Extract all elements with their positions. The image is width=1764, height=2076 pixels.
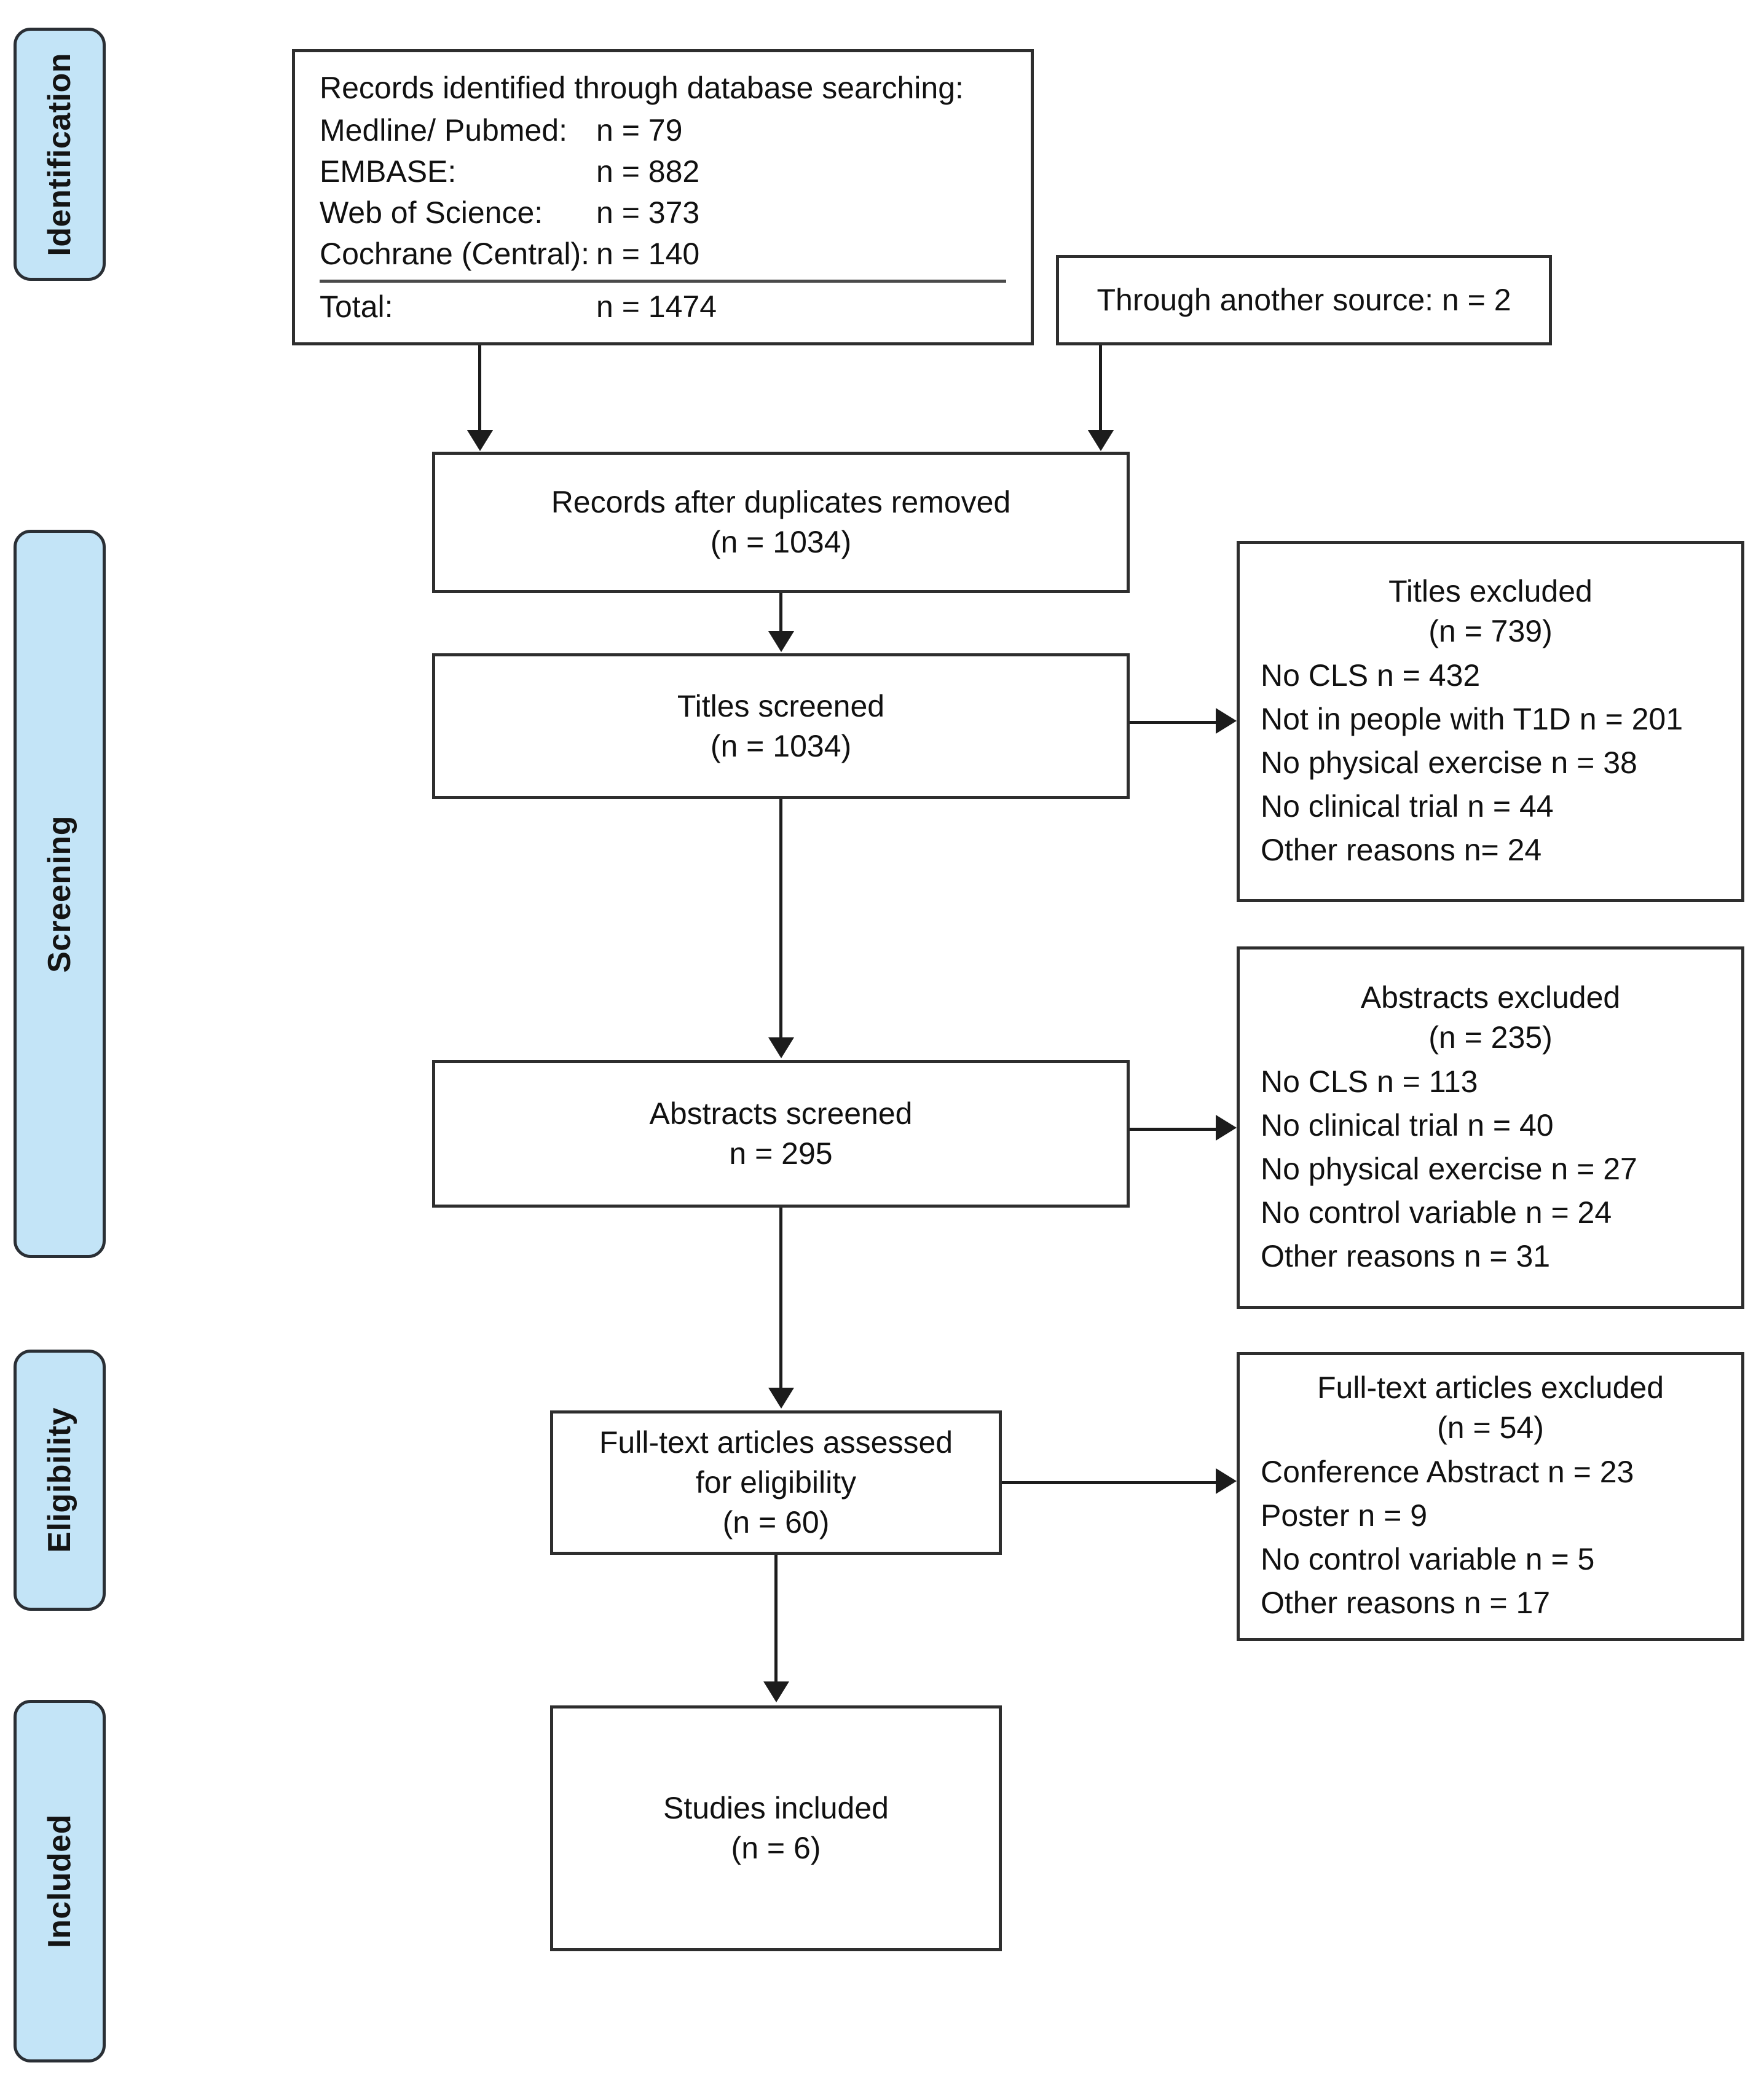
exclusion-reason: Conference Abstract n = 23	[1261, 1455, 1634, 1489]
titles-excluded-count: (n = 739)	[1428, 613, 1553, 648]
exclusion-reason: No clinical trial n = 44	[1261, 788, 1554, 824]
duplicates-removed-count: (n = 1034)	[710, 525, 852, 559]
source-count: n = 373	[596, 195, 700, 230]
fulltext-excluded-reasons: Conference Abstract n = 23 Poster n = 9 …	[1240, 1450, 1741, 1625]
fulltext-assessed-count: (n = 60)	[722, 1505, 830, 1539]
connector-fulltext-to-excluded	[1002, 1481, 1217, 1484]
connector-fulltext-to-included	[774, 1555, 778, 1683]
box-studies-included: Studies included (n = 6)	[550, 1705, 1002, 1951]
studies-included-line1: Studies included	[663, 1791, 889, 1825]
box-database-search: Records identified through database sear…	[292, 49, 1034, 345]
stage-label-included: Included	[42, 1814, 77, 1948]
stage-pill-identification: Identification	[14, 28, 106, 281]
arrowhead-fulltext-to-excluded	[1216, 1468, 1237, 1494]
stage-label-identification: Identification	[42, 52, 77, 256]
abstracts-excluded-reasons: No CLS n = 113 No clinical trial n = 40 …	[1240, 1060, 1741, 1278]
box-abstracts-excluded: Abstracts excluded (n = 235) No CLS n = …	[1237, 946, 1744, 1309]
arrowhead-abstracts-to-excluded	[1216, 1115, 1237, 1141]
arrowhead-titles-to-excluded	[1216, 708, 1237, 734]
arrowhead-abstracts-to-fulltext	[768, 1388, 794, 1409]
stage-label-eligibility: Eligibility	[42, 1407, 77, 1553]
box-abstracts-screened: Abstracts screened n = 295	[432, 1060, 1130, 1208]
database-source-row: Web of Science: n = 373	[320, 192, 1006, 234]
database-source-row: Cochrane (Central): n = 140	[320, 234, 1006, 275]
exclusion-reason: Other reasons n= 24	[1261, 832, 1542, 867]
titles-excluded-title: Titles excluded	[1388, 573, 1593, 608]
connector-titles-to-excluded	[1130, 721, 1217, 724]
abstracts-excluded-title: Abstracts excluded	[1360, 980, 1621, 1015]
box-fulltext-assessed: Full-text articles assessed for eligibil…	[550, 1410, 1002, 1555]
connector-db-to-duplicates	[478, 345, 481, 431]
database-total-row: Total: n = 1474	[320, 286, 1006, 328]
exclusion-reason: No control variable n = 5	[1261, 1542, 1595, 1576]
database-search-title: Records identified through database sear…	[320, 70, 964, 105]
fulltext-assessed-line2: for eligibility	[695, 1465, 857, 1500]
database-source-row: EMBASE: n = 882	[320, 151, 1006, 192]
abstracts-screened-line1: Abstracts screened	[649, 1096, 913, 1131]
exclusion-reason: No CLS n = 432	[1261, 658, 1481, 693]
stage-pill-eligibility: Eligibility	[14, 1350, 106, 1611]
abstracts-screened-count: n = 295	[729, 1136, 833, 1171]
source-name: Web of Science:	[320, 195, 543, 230]
box-fulltext-excluded: Full-text articles excluded (n = 54) Con…	[1237, 1352, 1744, 1641]
titles-screened-line1: Titles screened	[677, 688, 885, 723]
exclusion-reason: Poster n = 9	[1261, 1498, 1427, 1533]
connector-titles-to-abstracts	[779, 799, 782, 1039]
database-source-row: Medline/ Pubmed: n = 79	[320, 110, 1006, 151]
box-other-source: Through another source: n = 2	[1056, 255, 1552, 345]
box-titles-screened: Titles screened (n = 1034)	[432, 653, 1130, 799]
fulltext-assessed-line1: Full-text articles assessed	[599, 1425, 953, 1460]
studies-included-count: (n = 6)	[731, 1831, 821, 1865]
source-name: Medline/ Pubmed:	[320, 112, 568, 147]
database-source-table: Records identified through database sear…	[295, 68, 1031, 328]
box-titles-excluded: Titles excluded (n = 739) No CLS n = 432…	[1237, 541, 1744, 902]
exclusion-reason: No control variable n = 24	[1261, 1195, 1612, 1230]
arrowhead-titles-to-abstracts	[768, 1037, 794, 1058]
total-label: Total:	[320, 289, 393, 324]
exclusion-reason: No clinical trial n = 40	[1261, 1107, 1554, 1142]
stage-pill-screening: Screening	[14, 530, 106, 1258]
exclusion-reason: Not in people with T1D n = 201	[1261, 701, 1683, 736]
connector-duplicates-to-titles	[779, 593, 782, 632]
source-name: Cochrane (Central):	[320, 236, 590, 271]
arrowhead-other-to-duplicates	[1088, 430, 1114, 451]
exclusion-reason: No CLS n = 113	[1261, 1064, 1478, 1099]
connector-other-to-duplicates	[1099, 345, 1102, 431]
arrowhead-duplicates-to-titles	[768, 631, 794, 652]
source-count: n = 79	[596, 112, 683, 147]
source-name: EMBASE:	[320, 154, 457, 189]
fulltext-excluded-count: (n = 54)	[1437, 1410, 1544, 1445]
exclusion-reason: Other reasons n = 17	[1261, 1586, 1551, 1620]
exclusion-reason: Other reasons n = 31	[1261, 1238, 1551, 1273]
fulltext-excluded-title: Full-text articles excluded	[1317, 1370, 1664, 1405]
exclusion-reason: No physical exercise n = 27	[1261, 1151, 1637, 1186]
titles-excluded-reasons: No CLS n = 432 Not in people with T1D n …	[1240, 654, 1741, 872]
total-divider	[320, 279, 1006, 283]
other-source-text: Through another source: n = 2	[1097, 283, 1511, 317]
connector-abstracts-to-excluded	[1130, 1128, 1217, 1131]
stage-label-screening: Screening	[42, 815, 77, 973]
source-count: n = 140	[596, 236, 700, 271]
stage-pill-included: Included	[14, 1700, 106, 2062]
exclusion-reason: No physical exercise n = 38	[1261, 745, 1637, 780]
titles-screened-count: (n = 1034)	[710, 728, 852, 763]
duplicates-removed-line1: Records after duplicates removed	[551, 485, 1011, 519]
total-count: n = 1474	[596, 289, 717, 324]
connector-abstracts-to-fulltext	[779, 1208, 782, 1389]
box-duplicates-removed: Records after duplicates removed (n = 10…	[432, 452, 1130, 593]
arrowhead-db-to-duplicates	[467, 430, 493, 451]
arrowhead-fulltext-to-included	[763, 1681, 789, 1702]
source-count: n = 882	[596, 154, 700, 189]
abstracts-excluded-count: (n = 235)	[1428, 1020, 1553, 1055]
